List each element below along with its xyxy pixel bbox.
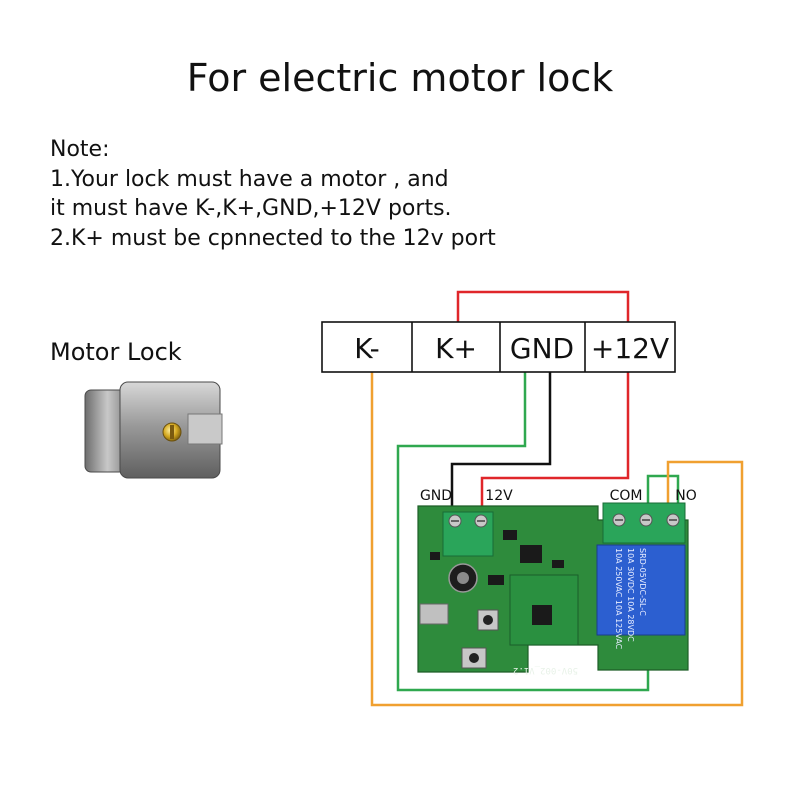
terminal-k-plus: K+	[435, 332, 477, 365]
red-wire-12v	[480, 372, 630, 515]
note-heading: Note:	[50, 137, 110, 162]
note-line-3: 2.K+ must be cpnnected to the 12v port	[50, 225, 496, 251]
pin-label-com: COM	[610, 488, 643, 504]
wires	[370, 290, 744, 707]
board-marking: 50V-002_V1.2	[513, 665, 578, 675]
pin-label-12v: 12V	[485, 488, 513, 504]
motor-lock-label: Motor Lock	[50, 338, 182, 366]
terminal-k-minus: K-	[354, 332, 380, 365]
relay-rating-2: 10A 30VDC 10A 28VDC	[626, 548, 635, 642]
red-wire-top	[456, 290, 630, 322]
motor-lock-image	[84, 381, 223, 479]
relay-model: SRD-05VDC-SL-C	[638, 548, 647, 616]
green-wire-com	[396, 372, 680, 692]
note-line-1: 1.Your lock must have a motor , and	[50, 166, 449, 192]
pin-label-gnd: GND	[420, 488, 452, 504]
notes-block: Note: 1.Your lock must have a motor , an…	[50, 135, 496, 253]
relay-board: 10A 250VAC 10A 125VAC 10A 30VDC 10A 28VD…	[417, 502, 689, 675]
terminal-strip: K- K+ GND +12V	[321, 321, 676, 373]
pin-label-no: NO	[675, 488, 697, 504]
page-title: For electric motor lock	[186, 56, 614, 100]
terminal-gnd: GND	[510, 332, 574, 365]
note-line-2: it must have K-,K+,GND,+12V ports.	[50, 196, 452, 221]
orange-wire-no	[370, 372, 744, 707]
relay-rating-1: 10A 250VAC 10A 125VAC	[614, 548, 623, 650]
terminal-12v: +12V	[591, 332, 669, 365]
black-wire-gnd	[450, 372, 552, 515]
